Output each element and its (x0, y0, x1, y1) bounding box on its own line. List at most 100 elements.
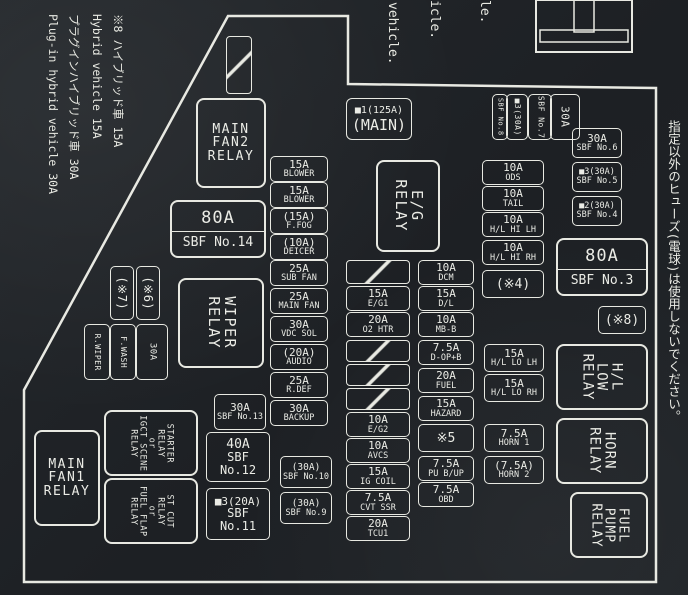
fuse-amp: (10A) (282, 235, 316, 249)
phev-note-en: Plug-in hybrid vehicle 30A (46, 14, 60, 195)
fuse-amp: 25A (289, 373, 309, 387)
fuse-name: FUEL (435, 380, 457, 391)
fuse-name: BLOWER (283, 195, 315, 206)
fuse-amp: 15A (289, 157, 309, 171)
spare-slot-top (226, 36, 252, 94)
fuse-amp: 10A (503, 187, 523, 201)
fuse-f-wash: F.WASH (110, 324, 136, 380)
fuse-name: HORN 1 (498, 438, 530, 449)
fuse-name: F.FOG (286, 221, 312, 232)
fuse-name: CVT SSR (360, 502, 396, 513)
fuse-name: BLOWER (283, 169, 315, 180)
col1-fuse: (10A)DEICER (270, 234, 328, 260)
tag-4: (※4) (482, 270, 544, 298)
fuse-name: H/L LO LH (490, 358, 538, 369)
fuse-amp: (7.5A) (494, 458, 534, 472)
fuse-name: O2 HTR (362, 324, 394, 335)
sbf-14-amp: 80A (172, 208, 264, 232)
fuse-amp: (20A) (282, 345, 316, 359)
fuse-name: H/L HI RH (489, 252, 537, 263)
fuse-amp: 15A (436, 397, 456, 411)
horn-relay: HORN RELAY (556, 418, 648, 484)
sbf-3-name: SBF No.3 (570, 273, 634, 288)
eg-relay: E/G RELAY (376, 160, 440, 252)
fuse-amp: 20A (368, 517, 388, 531)
fuse-amp: 15A (436, 287, 456, 301)
main-fuse: ■1(125A) (MAIN) (346, 98, 412, 140)
fuse-name: DCM (438, 272, 454, 283)
fuse-amp: 10A (368, 413, 388, 427)
main-fuse-name: (MAIN) (351, 115, 407, 134)
fuse-name: IG COIL (360, 476, 396, 487)
fuse-name: ODS (505, 172, 521, 183)
top-fragment-c: le. (477, 0, 492, 24)
fuse-amp: 25A (289, 289, 309, 303)
fuse-amp: 7.5A (432, 457, 460, 471)
fuse-name: TCU1 (367, 528, 389, 539)
sbf-7-amp: 30A (550, 94, 580, 140)
fuse-name: AUDIO (286, 357, 312, 368)
fuse-name: HAZARD (430, 408, 462, 419)
hl-low-relay: H/L LOW RELAY (556, 344, 648, 410)
fuse-name: PU B/UP (428, 468, 464, 479)
fuse-name: E/G2 (367, 424, 389, 435)
col5-fuse: (7.5A)HORN 2 (484, 456, 544, 484)
fuse-amp: 7.5A (364, 491, 392, 505)
fuse-amp: 10A (503, 213, 523, 227)
spare-slot-1 (346, 260, 410, 284)
col1-fuse: (15A)F.FOG (270, 208, 328, 234)
tag-6: (※6) (136, 266, 160, 320)
fuse-amp: 15A (368, 287, 388, 301)
col1-fuse: (20A)AUDIO (270, 344, 328, 370)
fuse-amp: 10A (503, 161, 523, 175)
top-fragment-a: vehicle. (385, 2, 400, 65)
fuse-amp: 10A (503, 241, 523, 255)
sbf-6: 30A SBF No.6 (572, 128, 622, 158)
fuse-amp: 20A (368, 313, 388, 327)
tag-8: (※8) (598, 306, 646, 334)
spare-slot-3 (346, 364, 410, 386)
fuse-amp: 7.5A (500, 426, 528, 440)
sbf-12: 40A SBF No.12 (206, 432, 270, 482)
st-cut-relay: ST CUT RELAY or FUEL FLAP RELAY (104, 478, 198, 544)
fuse-amp: 10A (436, 261, 456, 275)
fuse-name: TAIL (502, 198, 524, 209)
fuse-name: DEICER (283, 247, 315, 258)
fuse-amp: 30A (289, 317, 309, 331)
sbf-3: 80A SBF No.3 (556, 238, 648, 296)
fuse-name: HORN 2 (498, 470, 530, 481)
fuse-amp: 10A (436, 313, 456, 327)
sbf-14: 80A SBF No.14 (170, 200, 266, 258)
fuse-amp: 7.5A (432, 483, 460, 497)
sbf-3-amp: 80A (558, 246, 646, 270)
fuse-name: BACKUP (283, 413, 315, 424)
fuse-name: MAIN FAN (278, 301, 320, 312)
fuse-amp: 20A (436, 369, 456, 383)
sbf-9: (30A) SBF No.9 (280, 492, 332, 524)
spare-slot-2 (346, 340, 410, 362)
sbf-14-name: SBF No.14 (182, 235, 254, 250)
